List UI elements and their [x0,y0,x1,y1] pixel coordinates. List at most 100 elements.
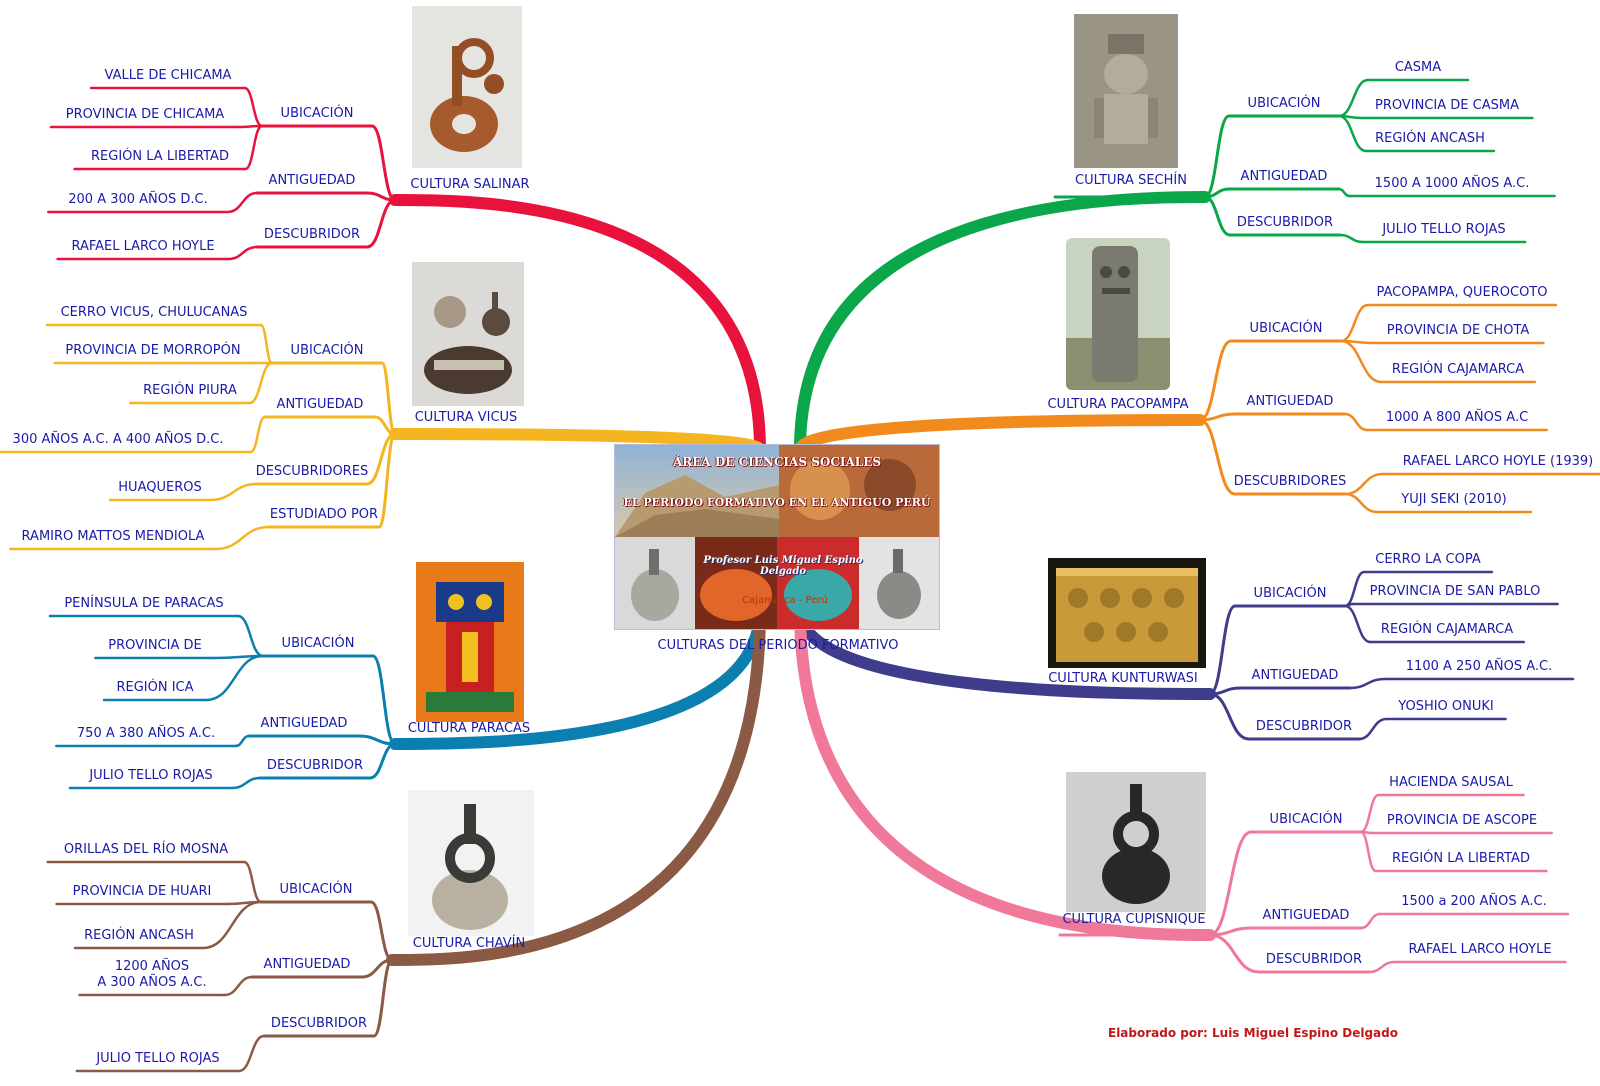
cupisnique-group-label: ANTIGUEDAD [1262,908,1350,923]
cupisnique-group-2-connector [1208,933,1261,974]
center-banner-subtitle: EL PERIODO FORMATIVO EN EL ANTIGUO PERÚ [623,496,931,509]
vicus-item-label: PROVINCIA DE MORROPÓN [65,343,241,358]
chavin-group-2-connector [372,958,394,1038]
chavin-group-0-connector [369,900,394,962]
paracas-group-2-connector [368,742,397,780]
chavin-item-0-2-connector [201,900,263,950]
sechin-group-0-connector [1203,114,1231,199]
kunturwasi-item-label: PROVINCIA DE SAN PABLO [1369,584,1541,599]
salinar-item-label: PROVINCIA DE CHICAMA [65,107,225,122]
chavin-item-0-0-connector [243,860,263,904]
vicus-culture-name: CULTURA VICUS [414,410,518,425]
salinar-culture-name: CULTURA SALINAR [410,177,530,192]
pacopampa-item-label: RAFAEL LARCO HOYLE (1939) [1402,454,1594,469]
cupisnique-item-0-2-connector [1359,830,1377,873]
vicus-item-0-0-connector [259,323,274,365]
chavin-group-label: UBICACIÓN [279,882,353,897]
sechin-item-0-0-connector [1337,78,1370,118]
vicus-item-2-0-connector [208,482,259,502]
chavin-item-label: ORILLAS DEL RÍO MOSNA [63,842,229,857]
vicus-item-label: CERRO VICUS, CHULUCANAS [60,305,248,320]
center-image-card: ÁREA DE CIENCIAS SOCIALES EL PERIODO FOR… [614,444,940,630]
paracas-item-label: PROVINCIA DE [108,638,202,653]
sechin-culture-name: CULTURA SECHÍN [1075,173,1187,188]
salinar-item-label: REGIÓN LA LIBERTAD [91,149,229,164]
pacopampa-item-label: YUJI SEKI (2010) [1401,492,1507,507]
center-author-overlay: Profesor Luis Miguel Espino Delgado [703,555,863,577]
kunturwasi-group-label: DESCUBRIDOR [1255,719,1353,734]
salinar-item-label: RAFAEL LARCO HOYLE [71,239,215,254]
chavin-culture-name: CULTURA CHAVÍN [412,936,526,951]
paracas-item-label: JULIO TELLO ROJAS [89,768,213,783]
kunturwasi-item-label: REGIÓN CAJAMARCA [1380,622,1514,637]
cupisnique-group-label: DESCUBRIDOR [1265,952,1363,967]
pacopampa-item-0-0-connector [1339,303,1370,343]
kunturwasi-group-label: UBICACIÓN [1253,586,1327,601]
pacopampa-culture-name: CULTURA PACOPAMPA [1047,397,1189,412]
vicus-item-3-0-connector [214,525,271,551]
chavin-item-1-0-connector [223,975,254,997]
pacopampa-group-2-connector [1198,418,1237,496]
center-title: CULTURAS DEL PERIODO FORMATIVO [657,638,899,653]
vicus-group-0-connector [380,361,397,436]
kunturwasi-culture-name: CULTURA KUNTURWASI [1048,671,1198,686]
vicus-item-1-0-connector [249,415,267,454]
vicus-group-label: DESCUBRIDORES [255,464,369,479]
paracas-culture-name: CULTURA PARACAS [407,721,531,736]
kunturwasi-item-2-0-connector [1357,717,1388,741]
cupisnique-item-label: REGIÓN LA LIBERTAD [1392,851,1530,866]
chavin-item-label: PROVINCIA DE HUARI [72,884,212,899]
paracas-item-label: REGIÓN ICA [116,680,194,695]
paracas-textile-picture [416,562,524,722]
pacopampa-item-2-0-connector [1343,472,1384,496]
sechin-item-label: PROVINCIA DE CASMA [1375,98,1519,113]
salinar-item-0-0-connector [243,86,264,128]
cupisnique-item-2-0-connector [1367,960,1396,974]
vicus-item-label: HUAQUEROS [118,480,202,495]
kunturwasi-item-label: 1100 A 250 AÑOS A.C. [1405,659,1553,674]
chavin-item-2-0-connector [237,1034,266,1073]
vicus-item-label: 300 AÑOS A.C. A 400 AÑOS D.C. [12,432,224,447]
pacopampa-item-label: PACOPAMPA, QUEROCOTO [1376,285,1548,300]
cupisnique-item-label: HACIENDA SAUSAL [1389,775,1513,790]
pacopampa-item-label: PROVINCIA DE CHOTA [1386,323,1530,338]
sechin-group-label: DESCUBRIDOR [1236,215,1334,230]
vicus-vessel-picture [412,262,524,406]
chavin-item-label: 1200 AÑOS A 300 AÑOS A.C. [97,959,207,990]
salinar-group-0-connector [370,124,397,202]
kunturwasi-gold-crown-picture [1048,558,1206,668]
chavin-group-label: ANTIGUEDAD [263,957,351,972]
salinar-group-2-connector [365,198,397,249]
sechin-item-2-0-connector [1338,233,1365,244]
center-place-overlay: Cajamarca - Perú [742,595,828,606]
kunturwasi-item-1-0-connector [1348,677,1387,690]
cupisnique-vessel-picture [1066,772,1206,912]
sechin-group-label: ANTIGUEDAD [1240,169,1328,184]
kunturwasi-group-label: ANTIGUEDAD [1251,668,1339,683]
chavin-group-1-connector [360,958,394,979]
pacopampa-group-label: ANTIGUEDAD [1246,394,1334,409]
paracas-item-0-0-connector [236,614,265,658]
pacopampa-group-label: DESCUBRIDORES [1233,474,1347,489]
salinar-vessel-picture [412,6,522,168]
paracas-item-0-2-connector [204,654,265,702]
center-banner-title: ÁREA DE CIENCIAS SOCIALES [672,455,882,469]
pacopampa-item-label: REGIÓN CAJAMARCA [1391,362,1525,377]
pacopampa-item-2-1-connector [1343,492,1379,514]
cupisnique-item-0-0-connector [1359,793,1380,834]
paracas-item-2-0-connector [230,776,262,790]
vicus-item-0-2-connector [248,361,274,405]
kunturwasi-item-0-0-connector [1343,570,1366,608]
salinar-item-1-0-connector [226,191,259,214]
kunturwasi-item-label: CERRO LA COPA [1375,552,1481,567]
sechin-item-0-2-connector [1337,114,1368,153]
cupisnique-item-label: 1500 a 200 AÑOS A.C. [1401,894,1547,909]
sechin-item-1-0-connector [1337,187,1351,198]
paracas-group-label: UBICACIÓN [281,636,355,651]
chavin-item-label: JULIO TELLO ROJAS [96,1051,220,1066]
center-collage-picture [615,445,939,629]
paracas-group-label: ANTIGUEDAD [260,716,348,731]
vicus-group-label: UBICACIÓN [290,343,364,358]
